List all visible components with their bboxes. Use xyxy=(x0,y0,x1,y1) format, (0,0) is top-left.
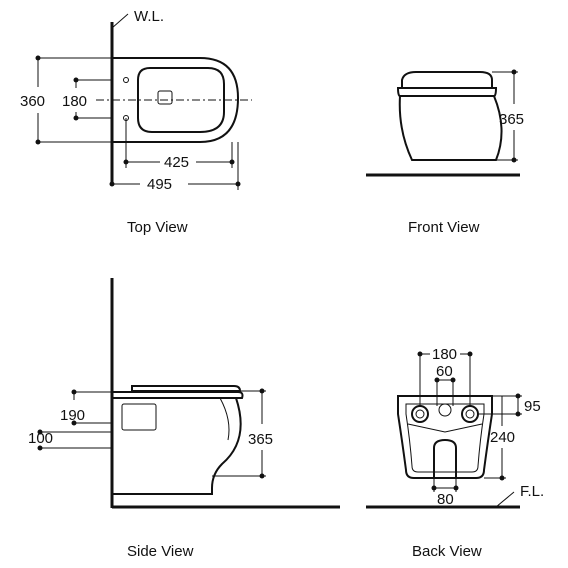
back-plate-inner xyxy=(405,403,485,473)
side-bowl-body xyxy=(112,397,242,495)
back-fixing-hole-left xyxy=(411,405,429,423)
fixing-hole-top xyxy=(123,77,129,83)
side-view: 190 100 365 Side View xyxy=(28,278,340,560)
top-view: W.L. 360 180 425 xyxy=(20,8,252,236)
floor-label-leader xyxy=(495,491,515,508)
dim-360: 360 xyxy=(20,93,45,110)
side-seat-lid xyxy=(131,385,242,392)
dim-100: 100 xyxy=(28,430,53,447)
side-seat-ring xyxy=(112,391,244,399)
side-bowl-curve xyxy=(219,397,230,441)
dim-425: 425 xyxy=(164,154,189,171)
back-chevron xyxy=(407,423,483,433)
back-view: F.L. 180 60 95 xyxy=(366,346,544,560)
dim-60: 60 xyxy=(436,363,453,380)
dim-95: 95 xyxy=(524,398,541,415)
back-plate-outer xyxy=(397,395,493,479)
dim-365-side: 365 xyxy=(248,431,273,448)
bowl-inner-rim xyxy=(137,67,225,133)
dim-190: 190 xyxy=(60,407,85,424)
bowl-outline xyxy=(112,57,240,143)
floor-label: F.L. xyxy=(520,483,544,500)
side-inlet xyxy=(121,403,157,431)
seat-ring xyxy=(396,87,498,97)
dim-495: 495 xyxy=(147,176,172,193)
dim-180-back: 180 xyxy=(432,346,457,363)
wall-label-leader xyxy=(111,13,129,29)
caption-top-view: Top View xyxy=(127,219,188,236)
flush-outlet xyxy=(157,90,173,105)
dim-80: 80 xyxy=(437,491,454,508)
dim-180: 180 xyxy=(62,93,87,110)
front-view: 365 Front View xyxy=(366,69,524,236)
caption-front-view: Front View xyxy=(408,219,480,236)
dim-240: 240 xyxy=(490,429,515,446)
wall-label: W.L. xyxy=(134,8,164,25)
bowl-body xyxy=(398,95,503,161)
dim-365-front: 365 xyxy=(499,111,524,128)
caption-side-view: Side View xyxy=(127,543,194,560)
back-fixing-hole-right xyxy=(461,405,479,423)
caption-back-view: Back View xyxy=(412,543,482,560)
seat-lid xyxy=(401,71,493,89)
back-water-inlet xyxy=(438,403,452,417)
back-outlet xyxy=(433,438,457,478)
